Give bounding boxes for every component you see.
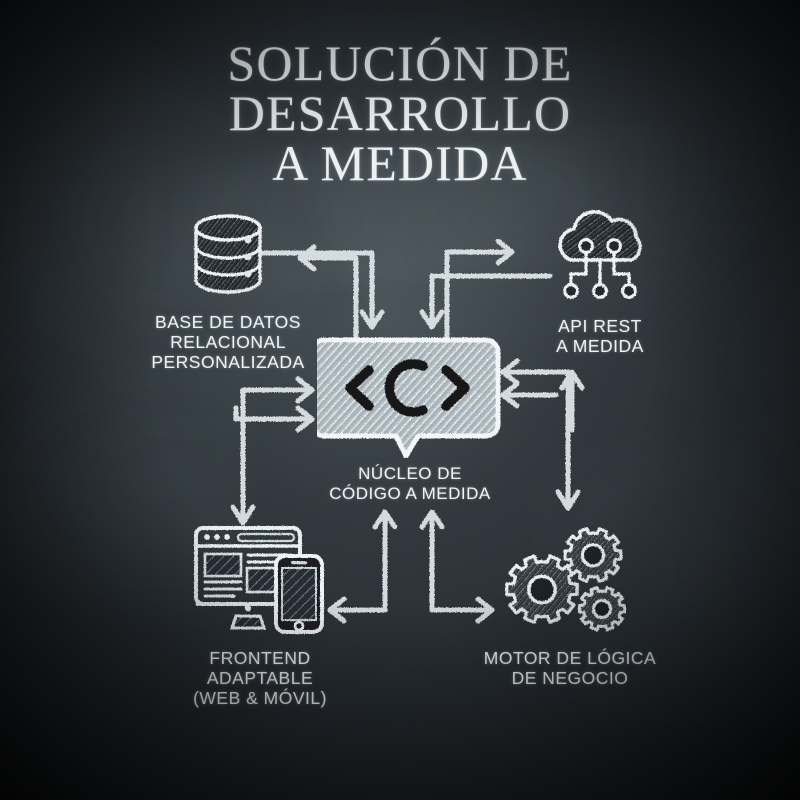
node-frontend-label-1: FRONTEND	[209, 648, 311, 668]
node-logic-engine[interactable]: MOTOR DE LÓGICA DE NEGOCIO	[420, 520, 720, 688]
node-frontend[interactable]: FRONTEND ADAPTABLE (WEB & MÓVIL)	[110, 520, 410, 708]
gears-icon	[505, 527, 626, 632]
arrow-core-to-api-vertical	[559, 369, 585, 433]
node-core-label-2: CÓDIGO A MEDIDA	[329, 484, 491, 503]
node-core[interactable]: NÚCLEO DE CÓDIGO A MEDIDA	[290, 330, 530, 504]
node-frontend-label-3: (WEB & MÓVIL)	[193, 688, 327, 708]
monitor-mobile-icon	[194, 526, 324, 634]
node-logic-engine-label-1: MOTOR DE LÓGICA	[483, 648, 657, 668]
node-core-label: NÚCLEO DE CÓDIGO A MEDIDA	[290, 464, 530, 504]
node-frontend-label: FRONTEND ADAPTABLE (WEB & MÓVIL)	[110, 648, 410, 708]
cloud-api-icon	[558, 210, 642, 299]
node-logic-engine-label: MOTOR DE LÓGICA DE NEGOCIO	[420, 648, 720, 688]
node-core-label-1: NÚCLEO DE	[358, 464, 462, 483]
database-icon	[194, 214, 262, 294]
node-frontend-label-2: ADAPTABLE	[206, 668, 314, 688]
code-bubble-icon	[317, 337, 501, 458]
node-logic-engine-label-2: DE NEGOCIO	[511, 668, 629, 688]
node-database-label-1: BASE DE DATOS	[155, 312, 301, 332]
